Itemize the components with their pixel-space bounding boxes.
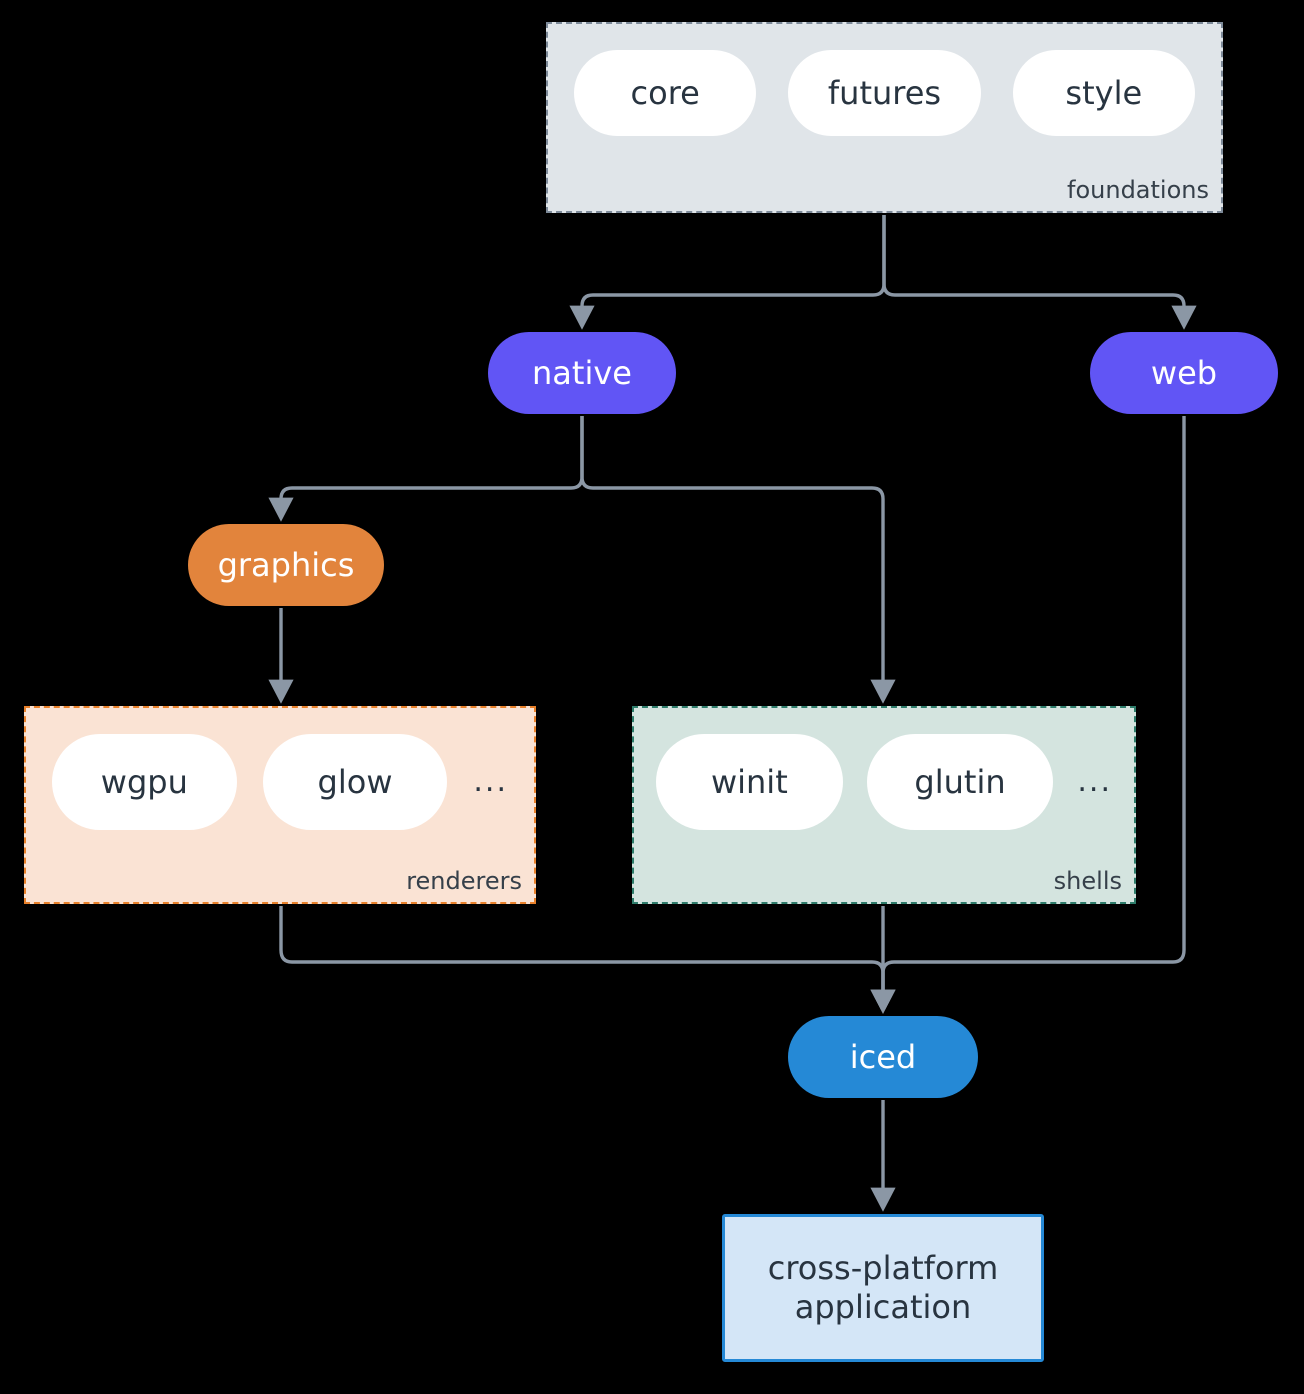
node-native-label: native — [532, 354, 632, 392]
renderers-more-ellipsis: ... — [473, 764, 508, 799]
node-futures-label: futures — [827, 74, 942, 112]
foundations-items: core futures style — [548, 50, 1221, 136]
node-glutin-label: glutin — [914, 763, 1006, 801]
edge-native-to-shells — [580, 416, 896, 704]
node-iced-label: iced — [849, 1038, 917, 1076]
edge-foundations-to-web — [882, 215, 1197, 330]
group-renderers: wgpu glow ... renderers — [24, 706, 536, 904]
node-native[interactable]: native — [488, 332, 676, 414]
node-winit[interactable]: winit — [656, 734, 843, 830]
node-wgpu[interactable]: wgpu — [52, 734, 237, 830]
node-glow[interactable]: glow — [262, 734, 448, 830]
renderers-items: wgpu glow ... — [26, 734, 534, 830]
node-cross-platform-application[interactable]: cross-platform application — [722, 1214, 1044, 1362]
node-style-label: style — [1065, 74, 1143, 112]
group-shells: winit glutin ... shells — [632, 706, 1136, 904]
node-winit-label: winit — [710, 763, 788, 801]
node-iced[interactable]: iced — [788, 1016, 978, 1098]
node-core[interactable]: core — [574, 50, 757, 136]
node-wgpu-label: wgpu — [100, 763, 188, 801]
shells-items: winit glutin ... — [634, 734, 1134, 830]
group-foundations: core futures style foundations — [546, 22, 1223, 213]
group-renderers-label: renderers — [406, 867, 522, 896]
node-style[interactable]: style — [1012, 50, 1195, 136]
edge-renderers-to-iced — [279, 906, 896, 1014]
node-core-label: core — [630, 74, 700, 112]
edge-native-to-graphics — [268, 416, 584, 522]
edge-foundations-to-native — [569, 215, 886, 330]
node-web-label: web — [1150, 354, 1218, 392]
node-futures[interactable]: futures — [788, 50, 981, 136]
node-graphics-label: graphics — [217, 546, 355, 584]
application-label-line2: application — [794, 1288, 972, 1326]
node-glow-label: glow — [317, 763, 393, 801]
shells-more-ellipsis: ... — [1077, 764, 1112, 799]
group-shells-label: shells — [1053, 867, 1122, 896]
group-foundations-label: foundations — [1067, 176, 1209, 205]
node-graphics[interactable]: graphics — [188, 524, 384, 606]
node-glutin[interactable]: glutin — [866, 734, 1054, 830]
node-web[interactable]: web — [1090, 332, 1278, 414]
application-label-line1: cross-platform — [767, 1248, 999, 1287]
